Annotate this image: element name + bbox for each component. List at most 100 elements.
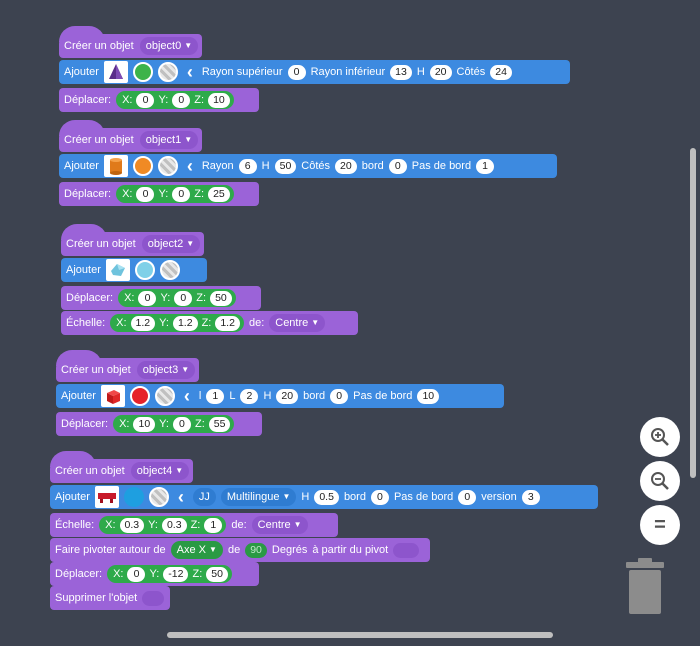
x-input[interactable]: 0 (127, 566, 146, 582)
cube-icon[interactable] (100, 385, 125, 407)
pivot-dropdown[interactable]: Centre▼ (251, 516, 308, 534)
z-input[interactable]: 1 (204, 517, 223, 533)
zoom-in-button[interactable] (640, 417, 680, 457)
object-dropdown[interactable]: object2▼ (141, 235, 201, 253)
move-block-4[interactable]: Déplacer: X:0 Y:-12 Z:50 (50, 562, 259, 586)
add-block-3[interactable]: Ajouter ‹ l 1 L 2 H 20 bord 0 Pas de bor… (56, 384, 504, 408)
param-input[interactable]: 20 (335, 158, 357, 174)
y-input[interactable]: 0 (172, 416, 191, 432)
move-block-2[interactable]: Déplacer: X:0 Y:0 Z:50 (61, 286, 261, 310)
object-dropdown[interactable]: object4▼ (130, 462, 190, 480)
y-input[interactable]: 0.3 (161, 517, 187, 533)
zoom-out-button[interactable] (640, 461, 680, 501)
param-input[interactable]: 2 (240, 388, 259, 404)
text-3d-icon[interactable] (94, 486, 119, 508)
chevron-left-icon[interactable]: ‹ (186, 156, 193, 176)
texture-swatch[interactable] (157, 62, 178, 82)
y-input[interactable]: 1.2 (172, 315, 198, 331)
y-input[interactable]: -12 (163, 566, 189, 582)
reset-zoom-button[interactable]: = (640, 505, 680, 545)
x-input[interactable]: 0 (136, 92, 155, 108)
color-swatch[interactable] (134, 260, 155, 280)
y-label: Y: (158, 94, 169, 106)
add-label: Ajouter (61, 390, 96, 402)
vertical-scrollbar[interactable] (690, 148, 696, 478)
color-swatch[interactable] (132, 156, 153, 176)
param-input[interactable]: 20 (276, 388, 299, 404)
add-block-1[interactable]: Ajouter ‹ Rayon 6 H 50 Côtés 20 bord 0 P… (59, 154, 557, 178)
object-slot[interactable] (142, 590, 164, 606)
move-block-0[interactable]: Déplacer: X:0 Y:0 Z:10 (59, 88, 259, 112)
gem-icon[interactable] (105, 259, 130, 281)
delete-block-4[interactable]: Supprimer l'objet (50, 586, 170, 610)
object-dropdown[interactable]: object0▼ (139, 37, 199, 55)
z-input[interactable]: 50 (206, 566, 228, 582)
param-input[interactable]: 0.5 (314, 489, 339, 505)
y-input[interactable]: 0 (172, 92, 191, 108)
cylinder-icon[interactable] (103, 155, 128, 177)
scale-block-4[interactable]: Échelle: X:0.3 Y:0.3 Z:1 de: Centre▼ (50, 513, 338, 537)
color-swatch[interactable] (123, 487, 144, 507)
texture-swatch[interactable] (157, 156, 178, 176)
move-block-3[interactable]: Déplacer: X:10 Y:0 Z:55 (56, 412, 262, 436)
pivot-dropdown[interactable]: Centre▼ (269, 314, 326, 332)
axis-dropdown[interactable]: Axe X▼ (170, 541, 223, 559)
add-block-2[interactable]: Ajouter (61, 258, 207, 282)
z-input[interactable]: 25 (208, 186, 230, 202)
pivot-slot[interactable] (393, 542, 420, 558)
create-object-block-1[interactable]: Créer un objet object1▼ (59, 120, 202, 152)
create-object-block-4[interactable]: Créer un objet object4▼ (50, 451, 193, 483)
caret-down-icon: ▼ (186, 239, 195, 248)
chevron-left-icon[interactable]: ‹ (177, 487, 184, 507)
horizontal-scrollbar[interactable] (167, 632, 553, 638)
move-block-1[interactable]: Déplacer: X:0 Y:0 Z:25 (59, 182, 259, 206)
scale-block-2[interactable]: Échelle: X:1.2 Y:1.2 Z:1.2 de: Centre▼ (61, 311, 358, 335)
object-dropdown[interactable]: object3▼ (136, 361, 196, 379)
z-input[interactable]: 10 (208, 92, 230, 108)
angle-input[interactable]: 90 (245, 542, 267, 558)
texture-swatch[interactable] (159, 260, 180, 280)
add-block-0[interactable]: Ajouter ‹ Rayon supérieur 0 Rayon inféri… (59, 60, 570, 84)
add-block-4[interactable]: Ajouter ‹ JJ Multilingue▼ H 0.5 bord 0 P… (50, 485, 598, 509)
param-input[interactable]: 3 (521, 489, 540, 505)
param-input[interactable]: 0 (370, 489, 389, 505)
param-input[interactable]: 1 (206, 388, 225, 404)
z-input[interactable]: 50 (210, 290, 232, 306)
color-swatch[interactable] (132, 62, 153, 82)
x-input[interactable]: 0 (136, 186, 155, 202)
x-input[interactable]: 1.2 (130, 315, 156, 331)
param-input[interactable]: 1 (476, 158, 495, 174)
font-dropdown[interactable]: Multilingue▼ (220, 488, 297, 506)
x-input[interactable]: 0.3 (119, 517, 145, 533)
cone-icon[interactable] (103, 61, 128, 83)
z-input[interactable]: 55 (208, 416, 231, 432)
trash-icon[interactable] (624, 558, 666, 616)
param-input[interactable]: 50 (274, 158, 297, 174)
y-input[interactable]: 0 (174, 290, 193, 306)
create-object-block-0[interactable]: Créer un objet object0▼ (59, 26, 202, 58)
param-input[interactable]: 0 (287, 64, 306, 80)
param-input[interactable]: 13 (390, 64, 412, 80)
param-input[interactable]: 10 (417, 388, 440, 404)
param-input[interactable]: 0 (458, 489, 477, 505)
y-label: Y: (159, 418, 169, 430)
param-input[interactable]: 24 (490, 64, 512, 80)
texture-swatch[interactable] (148, 487, 169, 507)
color-swatch[interactable] (129, 386, 150, 406)
param-input[interactable]: 0 (388, 158, 407, 174)
text-input[interactable]: JJ (192, 488, 216, 506)
chevron-left-icon[interactable]: ‹ (186, 62, 193, 82)
create-object-block-2[interactable]: Créer un objet object2▼ (61, 224, 204, 256)
x-input[interactable]: 0 (138, 290, 157, 306)
object-dropdown[interactable]: object1▼ (139, 131, 199, 149)
texture-swatch[interactable] (154, 386, 175, 406)
x-input[interactable]: 10 (133, 416, 156, 432)
param-input[interactable]: 20 (429, 64, 452, 80)
param-input[interactable]: 6 (238, 158, 257, 174)
y-input[interactable]: 0 (172, 186, 191, 202)
create-object-block-3[interactable]: Créer un objet object3▼ (56, 350, 199, 382)
chevron-left-icon[interactable]: ‹ (183, 386, 190, 406)
rotate-block-4[interactable]: Faire pivoter autour de Axe X▼ de 90 Deg… (50, 538, 430, 562)
param-input[interactable]: 0 (330, 388, 349, 404)
z-input[interactable]: 1.2 (215, 315, 240, 331)
